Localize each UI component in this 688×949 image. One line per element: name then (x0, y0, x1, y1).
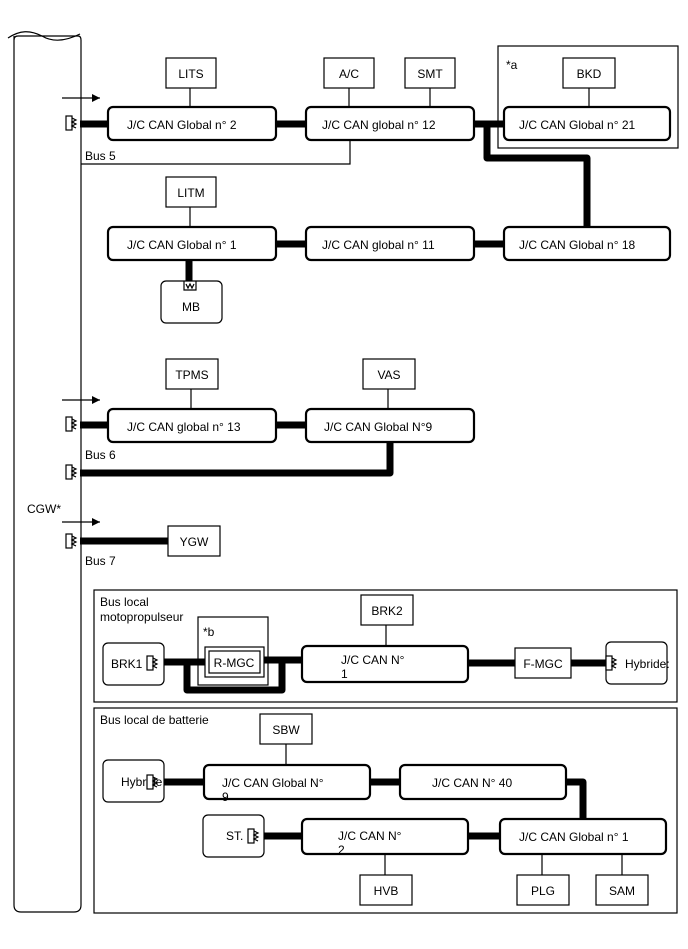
bus6-label: Bus 6 (85, 448, 116, 462)
jc-can-40 (398, 763, 568, 801)
bus7-label: Bus 7 (85, 554, 116, 568)
jc-global-2 (106, 105, 278, 142)
ecu-plg (516, 874, 570, 906)
jc-global-18-label: J/C CAN Global n° 18 (519, 238, 636, 252)
jc-global-18 (502, 225, 672, 262)
ecu-sam (595, 874, 649, 906)
terminator-icon (146, 655, 159, 671)
jc-global-12 (304, 105, 476, 142)
bus6-section: Bus 6 J/C CAN global n° 13 J/C CAN Globa… (62, 358, 476, 480)
ecu-bkd-label: BKD (577, 67, 602, 81)
jc-global-9-bus6 (304, 407, 476, 444)
ecu-litm (165, 176, 217, 208)
ecu-hvb (359, 874, 413, 906)
arrow-icon (92, 396, 100, 404)
ecu-rmgc-label: R-MGC (214, 656, 255, 670)
ecu-st (202, 814, 265, 858)
ecu-vas-label: VAS (377, 368, 400, 382)
jc-global-9-battery-label-1: J/C CAN Global N° (222, 776, 324, 790)
ecu-plg-label: PLG (531, 884, 555, 898)
ecu-ygw-label: YGW (180, 535, 209, 549)
powertrain-title-1: Bus local (100, 595, 149, 609)
terminator-icon (247, 828, 260, 844)
gateway-cgw: CGW* (7, 31, 82, 913)
jc-global-9-battery (202, 763, 372, 801)
jc-can-2-label-1: J/C CAN N° (338, 829, 402, 843)
gateway-label: CGW* (27, 502, 61, 516)
battery-local-bus: Bus local de batterie Hybride J/C CAN Gl… (93, 707, 678, 914)
battery-frame (93, 707, 678, 914)
jc-global-1-top (106, 225, 278, 262)
terminator-icon (65, 416, 78, 432)
ecu-brk1 (102, 642, 165, 686)
ecu-lits-label: LITS (178, 67, 203, 81)
terminator-icon (65, 464, 78, 480)
ecu-litm-label: LITM (177, 186, 204, 200)
jc-global-1-battery (498, 817, 668, 856)
ecu-rmgc (204, 646, 265, 678)
ecu-st-label: ST. (226, 829, 243, 843)
powertrain-local-bus: Bus local motopropulseur *b BRK1 R-MGC J… (93, 589, 678, 703)
ecu-fmgc (514, 647, 572, 679)
jc-global-11-label: J/C CAN global n° 11 (322, 238, 435, 252)
note-b-frame (197, 616, 269, 686)
battery-title: Bus local de batterie (100, 713, 209, 727)
jc-can-40-label: J/C CAN N° 40 (432, 776, 512, 790)
note-a: *a (506, 58, 518, 72)
ecu-hvb-label: HVB (374, 884, 399, 898)
arrow-icon (92, 518, 100, 526)
terminator-icon (605, 655, 618, 671)
ecu-hybrid-powertrain-label: Hybride: (625, 657, 670, 671)
terminator-icon (65, 115, 78, 131)
ecu-sbw-label: SBW (272, 723, 300, 737)
jc-global-13-label: J/C CAN global n° 13 (127, 420, 241, 434)
ecu-tpms-label: TPMS (175, 368, 208, 382)
jc-can-1-label-2: 1 (341, 667, 348, 681)
ecu-mb (160, 280, 223, 324)
jc-global-2-label: J/C CAN Global n° 2 (127, 118, 237, 132)
jc-global-21-label: J/C CAN Global n° 21 (519, 118, 636, 132)
bus7-section: Bus 7 YGW (62, 518, 221, 568)
ecu-hybrid-battery (102, 759, 165, 803)
ecu-brk2 (360, 594, 414, 626)
bus5-label: Bus 5 (85, 149, 116, 163)
jc-global-9-bus6-label: J/C CAN Global N°9 (324, 420, 432, 434)
jc-global-12-label: J/C CAN global n° 12 (322, 118, 436, 132)
ecu-brk1-label: BRK1 (111, 657, 143, 671)
ecu-ygw (167, 525, 221, 557)
ecu-lits (165, 57, 217, 89)
ecu-sam-label: SAM (609, 884, 635, 898)
ecu-fmgc-label: F-MGC (523, 657, 563, 671)
jc-can-1 (300, 644, 470, 684)
ecu-ac-label: A/C (339, 67, 359, 81)
ecu-vas (362, 358, 416, 390)
ecu-ac (323, 57, 375, 89)
terminator-icon (146, 774, 159, 790)
powertrain-title-2: motopropulseur (100, 610, 183, 624)
jc-global-13 (106, 407, 278, 444)
jc-global-9-battery-label-2: 9 (222, 790, 229, 804)
ecu-bkd (562, 57, 616, 89)
ecu-tpms (165, 358, 219, 390)
powertrain-frame (93, 589, 678, 703)
terminator-icon (65, 533, 78, 549)
bus5-section: Bus 5 J/C CAN Global n° 2 J/C CAN global… (62, 45, 679, 324)
arrow-icon (92, 94, 100, 102)
ecu-mb-label: MB (182, 300, 200, 314)
note-b: *b (203, 625, 215, 639)
note-a-frame (497, 45, 679, 149)
jc-can-1-label-1: J/C CAN N° (341, 653, 405, 667)
jc-can-2-label-2: 2 (338, 843, 345, 857)
jc-global-11 (304, 225, 476, 262)
jc-global-1-top-label: J/C CAN Global n° 1 (127, 238, 237, 252)
jc-global-21 (502, 105, 672, 142)
ecu-smt (404, 57, 456, 89)
ecu-smt-label: SMT (417, 67, 443, 81)
terminator-icon (183, 281, 197, 291)
ecu-sbw (259, 713, 313, 745)
ecu-brk2-label: BRK2 (371, 604, 403, 618)
jc-global-1-battery-label: J/C CAN Global n° 1 (519, 830, 629, 844)
